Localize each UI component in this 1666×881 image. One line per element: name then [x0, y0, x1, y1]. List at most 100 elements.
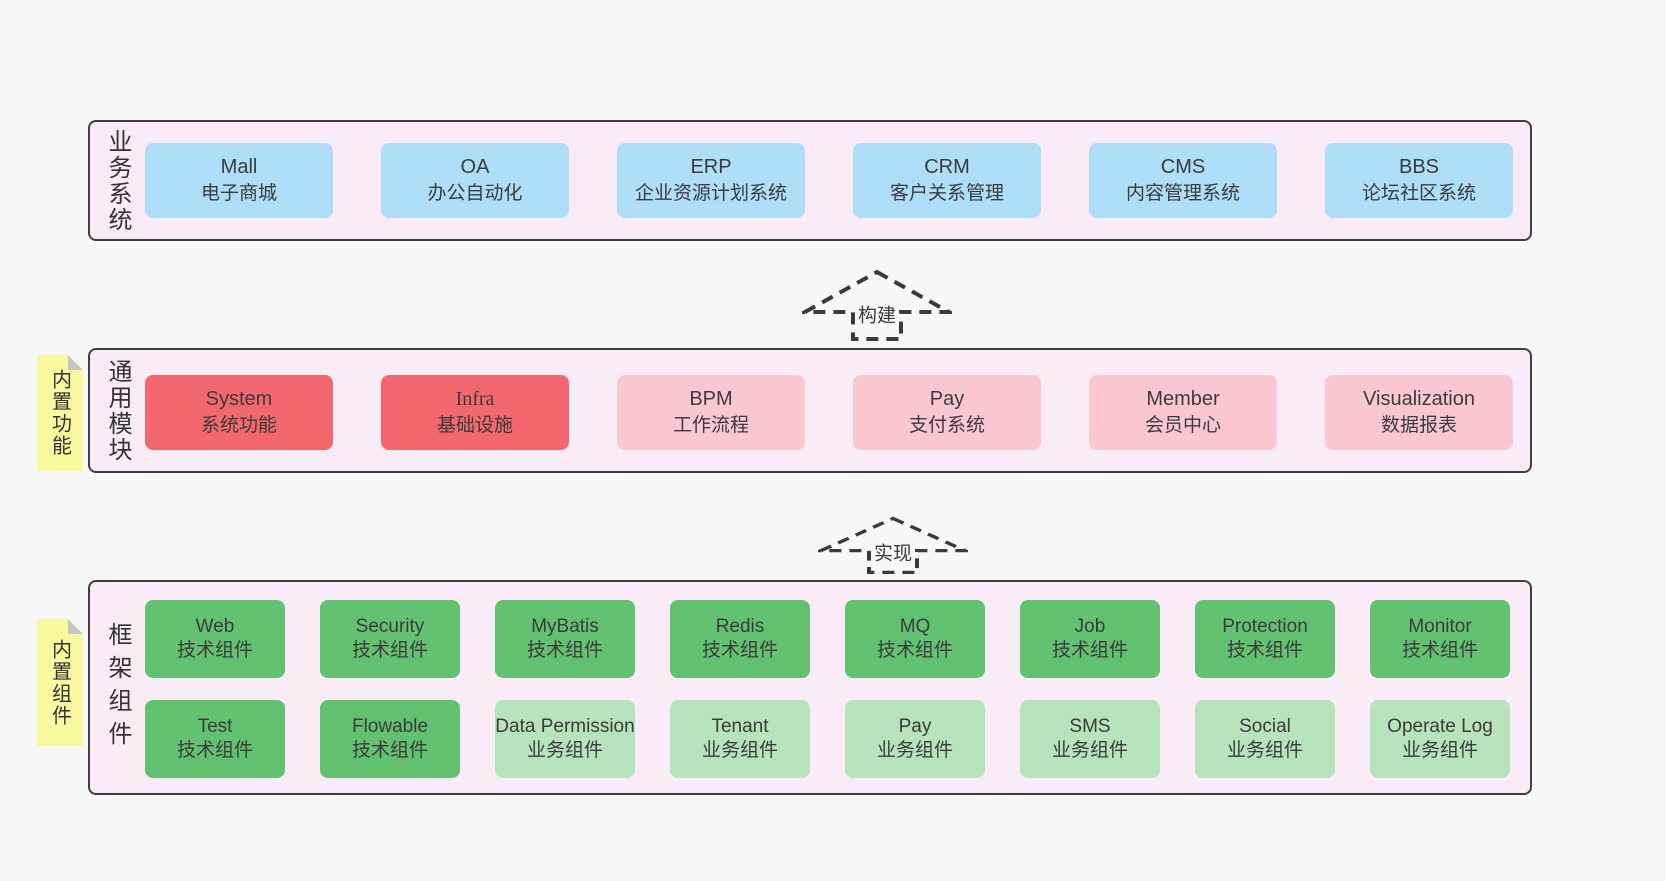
box-social-desc: 业务组件: [1226, 740, 1303, 761]
box-monitor-desc: 技术组件: [1401, 640, 1478, 661]
box-operate-log: Operate Log 业务组件: [1370, 700, 1510, 778]
box-mq-name: MQ: [899, 615, 931, 637]
framework-row-1: Web 技术组件 Security 技术组件 MyBatis 技术组件 Redi…: [145, 600, 1510, 678]
box-pay-name: Pay: [929, 387, 965, 410]
box-system: System 系统功能: [145, 375, 333, 450]
box-crm-desc: 客户关系管理: [889, 183, 1004, 205]
box-erp-desc: 企业资源计划系统: [634, 183, 787, 205]
box-test-desc: 技术组件: [176, 740, 253, 761]
box-pay-component: Pay 业务组件: [845, 700, 985, 778]
box-erp: ERP 企业资源计划系统: [617, 143, 805, 218]
box-monitor: Monitor 技术组件: [1370, 600, 1510, 678]
box-security-name: Security: [355, 615, 425, 637]
framework-row-2: Test 技术组件 Flowable 技术组件 Data Permission …: [145, 700, 1510, 778]
box-bbs-name: BBS: [1398, 155, 1440, 178]
build-arrow: 构建: [802, 269, 952, 341]
box-test: Test 技术组件: [145, 700, 285, 778]
box-member-name: Member: [1146, 387, 1220, 410]
box-pay-desc: 支付系统: [908, 415, 985, 437]
box-sms: SMS 业务组件: [1020, 700, 1160, 778]
framework-components-label: 框架组件: [104, 621, 131, 754]
box-protection: Protection 技术组件: [1195, 600, 1335, 678]
box-redis-name: Redis: [715, 615, 765, 637]
box-bpm: BPM 工作流程: [617, 375, 805, 450]
business-systems-panel: 业务系统 Mall 电子商城 OA 办公自动化 ERP 企业资源计划系统 CRM…: [88, 120, 1532, 241]
box-mall-name: Mall: [220, 155, 258, 178]
box-job-name: Job: [1074, 615, 1106, 637]
build-arrow-label: 构建: [854, 300, 900, 328]
framework-components-panel: 框架组件 Web 技术组件 Security 技术组件 MyBatis 技术组件…: [88, 580, 1532, 795]
box-web: Web 技术组件: [145, 600, 285, 678]
box-oa-name: OA: [460, 155, 490, 178]
box-system-desc: 系统功能: [200, 415, 277, 437]
box-flowable: Flowable 技术组件: [320, 700, 460, 778]
implement-arrow-label: 实现: [870, 538, 916, 566]
box-sms-desc: 业务组件: [1051, 740, 1128, 761]
box-redis-desc: 技术组件: [701, 640, 778, 661]
box-protection-desc: 技术组件: [1226, 640, 1303, 661]
box-infra: Infra 基础设施: [381, 375, 569, 450]
common-modules-panel: 通用模块 System 系统功能 Infra 基础设施 BPM 工作流程 Pay…: [88, 348, 1532, 473]
builtin-components-label: 内置组件: [48, 638, 71, 727]
box-monitor-name: Monitor: [1408, 615, 1472, 637]
box-test-name: Test: [197, 715, 233, 737]
box-tenant-name: Tenant: [711, 715, 769, 737]
box-cms-desc: 内容管理系统: [1125, 183, 1240, 205]
builtin-features-label: 内置功能: [48, 369, 71, 457]
box-operate-log-name: Operate Log: [1387, 715, 1493, 737]
box-crm-name: CRM: [924, 155, 970, 178]
box-tenant-desc: 业务组件: [701, 740, 778, 761]
folded-corner-icon: [68, 619, 83, 634]
box-flowable-name: Flowable: [351, 715, 429, 737]
business-systems-row: Mall 电子商城 OA 办公自动化 ERP 企业资源计划系统 CRM 客户关系…: [145, 143, 1513, 218]
box-oa: OA 办公自动化: [381, 143, 569, 218]
box-mall: Mall 电子商城: [145, 143, 333, 218]
box-data-permission-name: Data Permission: [495, 715, 635, 737]
box-erp-name: ERP: [690, 155, 732, 178]
folded-corner-icon: [68, 355, 83, 370]
box-pay-component-desc: 业务组件: [876, 740, 953, 761]
box-web-desc: 技术组件: [176, 640, 253, 661]
up-arrow-icon: [818, 516, 968, 574]
box-web-name: Web: [195, 615, 235, 637]
box-data-permission: Data Permission 业务组件: [495, 700, 635, 778]
box-social-name: Social: [1239, 715, 1291, 737]
box-job-desc: 技术组件: [1051, 640, 1128, 661]
box-protection-name: Protection: [1222, 615, 1308, 637]
box-infra-desc: 基础设施: [436, 415, 513, 437]
box-crm: CRM 客户关系管理: [853, 143, 1041, 218]
box-cms-name: CMS: [1160, 155, 1206, 178]
box-pay: Pay 支付系统: [853, 375, 1041, 450]
box-data-permission-desc: 业务组件: [526, 740, 603, 761]
box-social: Social 业务组件: [1195, 700, 1335, 778]
box-bpm-name: BPM: [689, 387, 733, 410]
box-cms: CMS 内容管理系统: [1089, 143, 1277, 218]
box-tenant: Tenant 业务组件: [670, 700, 810, 778]
builtin-features-sticky: 内置功能: [37, 355, 83, 471]
box-visualization-name: Visualization: [1363, 387, 1475, 410]
box-job: Job 技术组件: [1020, 600, 1160, 678]
box-redis: Redis 技术组件: [670, 600, 810, 678]
box-bbs-desc: 论坛社区系统: [1361, 183, 1476, 205]
box-mq: MQ 技术组件: [845, 600, 985, 678]
box-mybatis: MyBatis 技术组件: [495, 600, 635, 678]
box-sms-name: SMS: [1069, 715, 1111, 737]
box-infra-name: Infra: [455, 387, 495, 410]
box-member-desc: 会员中心: [1144, 415, 1221, 437]
up-arrow-icon: [802, 269, 952, 341]
box-bbs: BBS 论坛社区系统: [1325, 143, 1513, 218]
box-security: Security 技术组件: [320, 600, 460, 678]
box-operate-log-desc: 业务组件: [1401, 740, 1478, 761]
builtin-components-sticky: 内置组件: [37, 619, 83, 746]
box-oa-desc: 办公自动化: [427, 183, 523, 205]
common-modules-label: 通用模块: [104, 358, 131, 463]
box-pay-component-name: Pay: [898, 715, 932, 737]
box-system-name: System: [205, 387, 273, 410]
box-mq-desc: 技术组件: [876, 640, 953, 661]
box-flowable-desc: 技术组件: [351, 740, 428, 761]
box-bpm-desc: 工作流程: [672, 415, 749, 437]
business-systems-label: 业务系统: [104, 128, 131, 233]
box-mybatis-name: MyBatis: [531, 615, 599, 637]
box-visualization-desc: 数据报表: [1380, 415, 1457, 437]
box-mall-desc: 电子商城: [200, 183, 277, 205]
